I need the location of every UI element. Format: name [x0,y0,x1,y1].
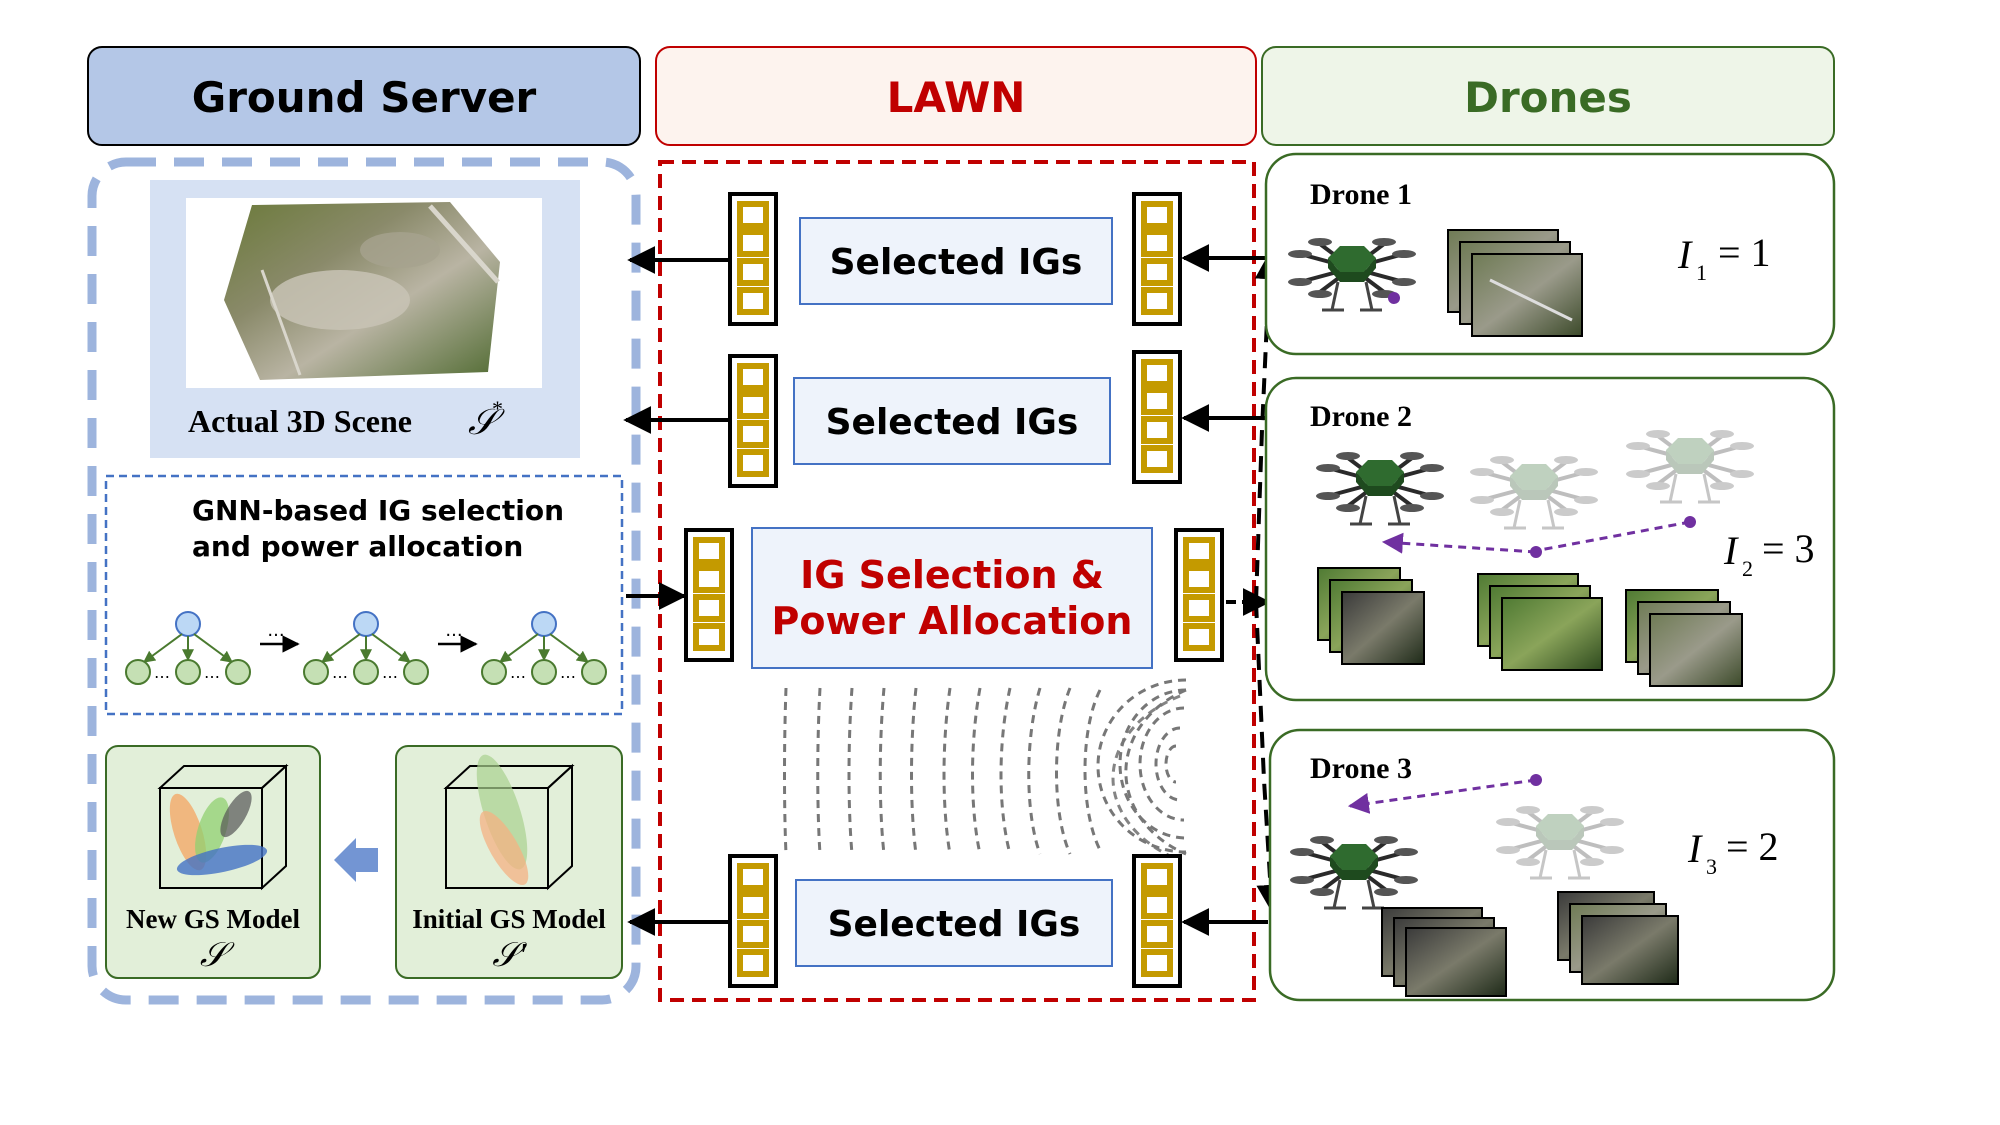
initial-gs-model-label: Initial GS Model [412,904,606,934]
ig-selection-line1: IG Selection & [800,553,1104,597]
drones-header: Drones [1261,46,1835,146]
drone-2-name: Drone 2 [1310,400,1412,433]
drone-3-card: Drone 3 I 3 = 2 [1268,728,1836,1002]
antenna-right-2 [1134,352,1180,482]
gnn-ellipsis-1: ... [267,620,284,641]
selected-igs-1: Selected IGs [830,242,1083,283]
drone-1-card: Drone 1 I 1 = 1 [1264,152,1836,356]
gnn-dots-6: … [560,663,576,682]
antenna-left-2 [730,356,776,486]
initial-gs-model-symbol: 𝒮' [492,937,527,974]
gnn-title-line1: GNN-based IG selection [192,494,564,527]
drone-1-name: Drone 1 [1310,178,1412,211]
drone-2-value: = 3 [1762,526,1815,571]
drone-2-image-stack-3 [1625,589,1743,687]
selected-igs-2: Selected IGs [826,402,1079,443]
initial-gs-cube-icon [443,754,575,891]
drone-1-value: = 1 [1718,230,1771,275]
antenna-left-3 [686,530,732,660]
lawn-title: LAWN [887,73,1026,122]
new-gs-model-card: New GS Model 𝒮 [105,745,321,979]
ground-server-title: Ground Server [192,73,537,122]
drone-2-image-stack-2 [1477,573,1603,671]
drone-3-image-stack-2 [1557,891,1679,985]
initial-gs-model-card: Initial GS Model 𝒮' [395,745,623,979]
drone-3-name: Drone 3 [1310,752,1412,785]
antenna-right-4 [1134,856,1180,986]
antenna-left-4 [730,856,776,986]
antenna-left-1 [730,194,776,324]
gnn-dots-3: … [332,663,348,682]
new-gs-cube-icon [157,763,289,891]
drone-2-var: I [1723,528,1739,573]
drone-1-sub: 1 [1696,260,1707,285]
scene-superscript: * [492,396,503,421]
gnn-dots-4: … [382,663,398,682]
drone-3-image-stack-1 [1381,907,1507,997]
wireless-signal-icon [783,678,1187,858]
drones-title: Drones [1464,73,1632,122]
selected-igs-3: Selected IGs [828,904,1081,945]
actual-3d-scene-card: Actual 3D Scene 𝒮 * [150,180,580,458]
scene-label: Actual 3D Scene [188,403,412,439]
update-arrow [334,838,378,882]
drone-2-card: Drone 2 I 2 = 3 [1264,376,1836,702]
ground-server-panel [87,157,641,1005]
gnn-dots-5: … [510,663,526,682]
ground-server-header: Ground Server [87,46,641,146]
lawn-panel [658,160,1256,1002]
lawn-header: LAWN [655,46,1257,146]
drone-1-image-stack [1447,229,1583,337]
antenna-right-1 [1134,194,1180,324]
new-gs-model-label: New GS Model [126,904,300,934]
drone-3-value: = 2 [1726,824,1779,869]
antenna-right-3 [1176,530,1222,660]
gnn-ellipsis-2: ... [445,620,462,641]
drone-2-sub: 2 [1742,556,1753,581]
drone-1-var: I [1677,232,1693,277]
gnn-dots-1: … [154,663,170,682]
drone-3-var: I [1687,826,1703,871]
gnn-box: GNN-based IG selection and power allocat… [104,474,624,716]
drone-3-sub: 3 [1706,854,1717,879]
ig-selection-line2: Power Allocation [772,599,1133,643]
drone-2-image-stack-1 [1317,567,1425,665]
gnn-dots-2: … [204,663,220,682]
gnn-title-line2: and power allocation [192,530,523,563]
